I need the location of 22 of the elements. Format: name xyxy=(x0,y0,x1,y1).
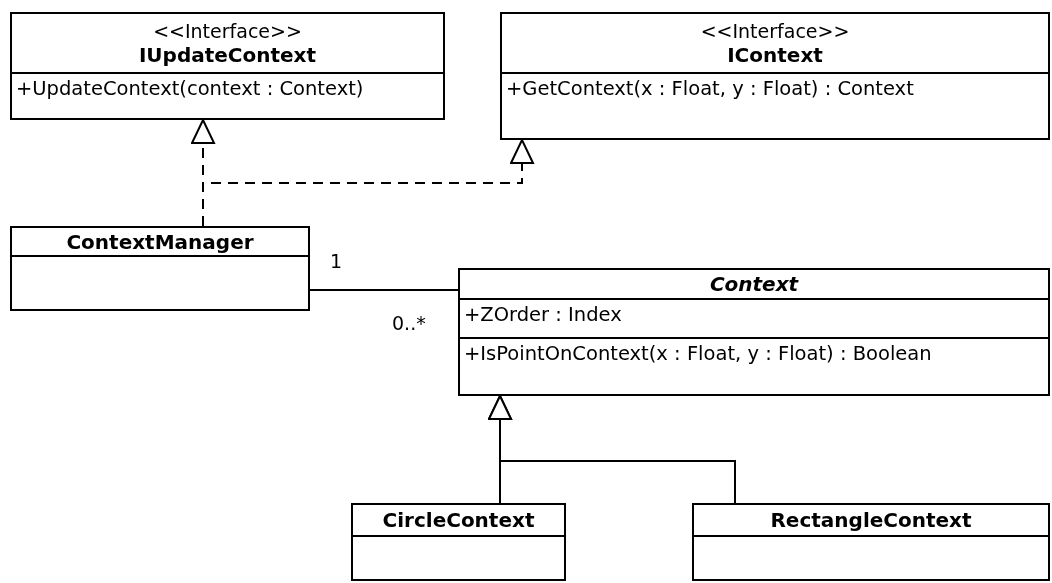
class-name: Context xyxy=(709,272,799,296)
class-name: RectangleContext xyxy=(770,508,972,532)
class-box xyxy=(351,503,566,581)
class-box xyxy=(458,268,1050,396)
class-name: ContextManager xyxy=(66,229,254,254)
stereotype-label: <<Interface>> xyxy=(700,19,850,43)
association-line xyxy=(309,289,459,291)
method-text: +GetContext(x : Float, y : Float) : Context xyxy=(506,77,914,101)
attribute-text: +ZOrder : Index xyxy=(464,303,622,327)
multiplicity-label: 1 xyxy=(330,250,343,272)
class-name: IUpdateContext xyxy=(138,42,317,67)
stereotype-label: <<Interface>> xyxy=(153,19,302,43)
class-name: CircleContext xyxy=(382,508,535,532)
interface-box xyxy=(10,12,445,120)
class-box xyxy=(10,226,310,311)
generalization-arrow xyxy=(488,395,736,504)
multiplicity-label: 0..* xyxy=(392,312,426,334)
interface-box xyxy=(500,12,1050,140)
class-name: IContext xyxy=(727,42,823,67)
method-text: +UpdateContext(context : Context) xyxy=(16,77,364,101)
class-box xyxy=(692,503,1050,581)
method-text: +IsPointOnContext(x : Float, y : Float) : Boolean xyxy=(464,342,932,366)
